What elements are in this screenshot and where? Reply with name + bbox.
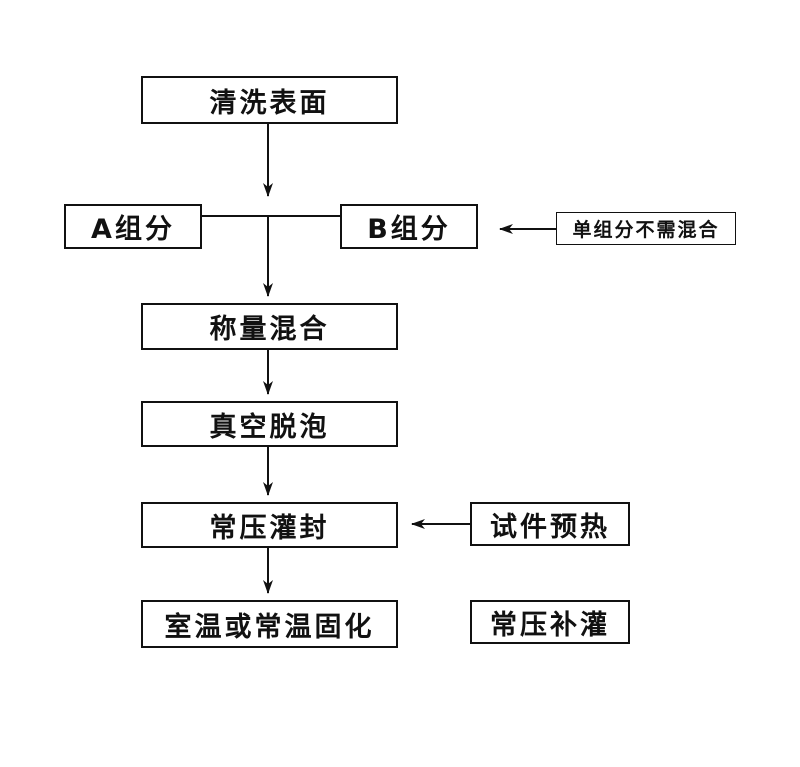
- step-clean-surface: 清洗表面: [141, 76, 398, 124]
- step-cure: 室温或常温固化: [141, 600, 398, 648]
- component-b-box: B组分: [340, 204, 478, 249]
- step-preheat-part: 试件预热: [470, 502, 630, 546]
- step-refill: 常压补灌: [470, 600, 630, 644]
- component-a-box: A组分: [64, 204, 202, 249]
- step-pressure-potting: 常压灌封: [141, 502, 398, 548]
- step-weigh-mix: 称量混合: [141, 303, 398, 350]
- single-component-note: 单组分不需混合: [556, 212, 736, 245]
- step-vacuum-degas: 真空脱泡: [141, 401, 398, 447]
